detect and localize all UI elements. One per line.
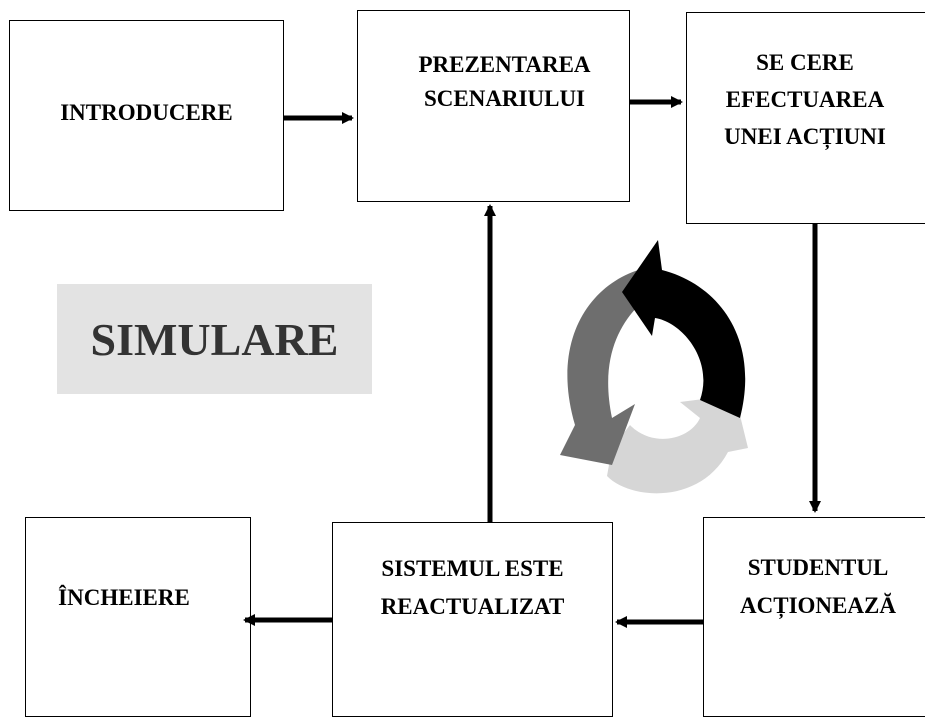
cycle-arrow-light: [607, 395, 748, 494]
box-se-cere: SE CERE EFECTUAREA UNEI ACȚIUNI: [686, 12, 925, 224]
box-introducere-label: INTRODUCERE: [60, 100, 233, 125]
cycle-arrow-dark: [622, 240, 746, 418]
box-se-cere-line1: SE CERE: [756, 50, 854, 75]
box-prezentarea-line2: SCENARIULUI: [423, 86, 586, 111]
simulare-label: SIMULARE: [90, 313, 339, 365]
box-se-cere-line3: UNEI ACȚIUNI: [724, 124, 886, 149]
box-studentul-line2: ACȚIONEAZĂ: [740, 593, 896, 618]
box-sistemul-line2: REACTUALIZAT: [380, 594, 565, 619]
box-incheiere-label: ÎNCHEIERE: [58, 585, 190, 610]
cycle-arrow-mid: [560, 268, 645, 465]
box-sistemul-line1: SISTEMUL ESTE: [381, 556, 564, 581]
simulare-panel: SIMULARE: [57, 284, 372, 394]
box-prezentarea-scenariului: PREZENTAREA SCENARIULUI: [357, 10, 630, 202]
box-incheiere: ÎNCHEIERE: [25, 517, 251, 717]
box-studentul-line1: STUDENTUL: [747, 555, 889, 580]
box-se-cere-line2: EFECTUAREA: [725, 87, 885, 112]
box-prezentarea-line1: PREZENTAREA: [418, 52, 591, 77]
box-sistemul: SISTEMUL ESTE REACTUALIZAT: [332, 522, 613, 717]
cycle-icon: [560, 240, 748, 494]
box-introducere: INTRODUCERE: [9, 20, 284, 211]
box-studentul: STUDENTUL ACȚIONEAZĂ: [703, 517, 925, 717]
